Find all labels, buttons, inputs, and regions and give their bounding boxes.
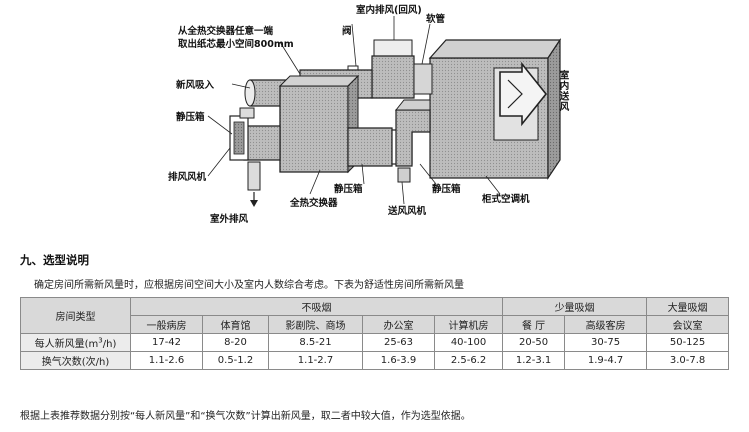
table-cell: 2.5-6.2 bbox=[433, 351, 504, 370]
table-header-row-rooms: 一般病房 体育馆 影剧院、商场 办公室 计算机房 餐 厅 高级客房 会议室 bbox=[21, 315, 730, 334]
static-box-right bbox=[395, 109, 431, 167]
static-box-mid bbox=[347, 127, 393, 167]
section-title: 九、选型说明 bbox=[20, 253, 89, 267]
intro-text: 确定房间所需新风量时，应根据房间空间大小及室内人数综合考虑。下表为舒适性房间所需… bbox=[34, 280, 464, 291]
note-line2-label: 取出纸芯最小空间800mm bbox=[178, 38, 294, 50]
table-cell: 1.1-2.7 bbox=[268, 351, 363, 370]
table-cell: 30-75 bbox=[564, 333, 648, 352]
fresh-air-spec-table: 房间类型 不吸烟 少量吸烟 大量吸烟 一般病房 体育馆 影剧院、商场 办公室 计… bbox=[20, 297, 730, 370]
hose-label: 软管 bbox=[426, 13, 446, 25]
room-header: 一般病房 bbox=[130, 315, 203, 334]
cabinet-ac-label: 柜式空调机 bbox=[481, 193, 530, 205]
table-cell: 40-100 bbox=[433, 333, 504, 352]
group-header-heavy-smoking: 大量吸烟 bbox=[646, 297, 730, 316]
static-box-left bbox=[243, 125, 281, 161]
room-header: 会议室 bbox=[646, 315, 730, 334]
table-cell: 1.6-3.9 bbox=[362, 351, 435, 370]
table-header-row-groups: 房间类型 不吸烟 少量吸烟 大量吸烟 bbox=[20, 297, 730, 334]
table-cell: 1.1-2.6 bbox=[130, 351, 203, 370]
table-cell: 50-125 bbox=[646, 333, 730, 352]
indoor-exhaust-label: 室内排风(回风) bbox=[356, 4, 422, 16]
hose bbox=[413, 63, 433, 95]
heat-exchanger-label: 全热交换器 bbox=[289, 197, 338, 209]
table-cell: 8-20 bbox=[202, 333, 269, 352]
room-type-header: 房间类型 bbox=[20, 297, 131, 334]
footnote-text: 根据上表推荐数据分别按“每人新风量”和“换气次数”计算出新风量，取二者中较大值，… bbox=[20, 411, 471, 422]
supply-air-arrow bbox=[499, 61, 548, 127]
row-label-per-person: 每人新风量(m3/h) bbox=[20, 333, 131, 352]
room-header: 体育馆 bbox=[202, 315, 269, 334]
table-cell: 17-42 bbox=[130, 333, 203, 352]
static-box-mid-label: 静压箱 bbox=[334, 183, 363, 195]
table-cell: 8.5-21 bbox=[268, 333, 363, 352]
table-cell: 3.0-7.8 bbox=[646, 351, 730, 370]
table-row: 每人新风量(m3/h) 17-42 8-20 8.5-21 25-63 40-1… bbox=[20, 333, 730, 352]
group-header-nonsmoking: 不吸烟 bbox=[129, 297, 504, 316]
outdoor-exhaust-label: 室外排风 bbox=[210, 213, 249, 225]
outdoor-exhaust-arrow bbox=[250, 200, 258, 207]
heat-exchanger-body bbox=[279, 85, 349, 173]
room-header: 办公室 bbox=[362, 315, 435, 334]
room-header: 影剧院、商场 bbox=[268, 315, 363, 334]
fresh-air-in-label: 新风吸入 bbox=[176, 79, 215, 91]
table-row: 换气次数(次/h) 1.1-2.6 0.5-1.2 1.1-2.7 1.6-3.… bbox=[20, 351, 730, 370]
table-cell: 1.9-4.7 bbox=[564, 351, 648, 370]
note-line1-label: 从全热交换器任意一端 bbox=[178, 25, 274, 37]
exhaust-fan-label: 排风风机 bbox=[168, 171, 207, 183]
indoor-supply-label: 室内送风 bbox=[558, 69, 571, 112]
row-label-air-changes: 换气次数(次/h) bbox=[20, 351, 131, 370]
table-cell: 1.2-3.1 bbox=[502, 351, 566, 370]
group-header-light-smoking: 少量吸烟 bbox=[502, 297, 648, 316]
air-handling-diagram: 从全热交换器任意一端 取出纸芯最小空间800mm 室内排风(回风) 阀 软管 新… bbox=[168, 4, 571, 225]
room-header: 高级客房 bbox=[564, 315, 648, 334]
static-box-left-label: 静压箱 bbox=[176, 111, 205, 123]
table-cell: 25-63 bbox=[362, 333, 435, 352]
valve-label: 阀 bbox=[342, 25, 352, 37]
room-header: 计算机房 bbox=[433, 315, 504, 334]
static-box-right-label: 静压箱 bbox=[432, 183, 461, 195]
supply-fan-label: 送风风机 bbox=[387, 205, 427, 217]
table-cell: 20-50 bbox=[502, 333, 566, 352]
table-cell: 0.5-1.2 bbox=[202, 351, 269, 370]
room-header: 餐 厅 bbox=[502, 315, 566, 334]
